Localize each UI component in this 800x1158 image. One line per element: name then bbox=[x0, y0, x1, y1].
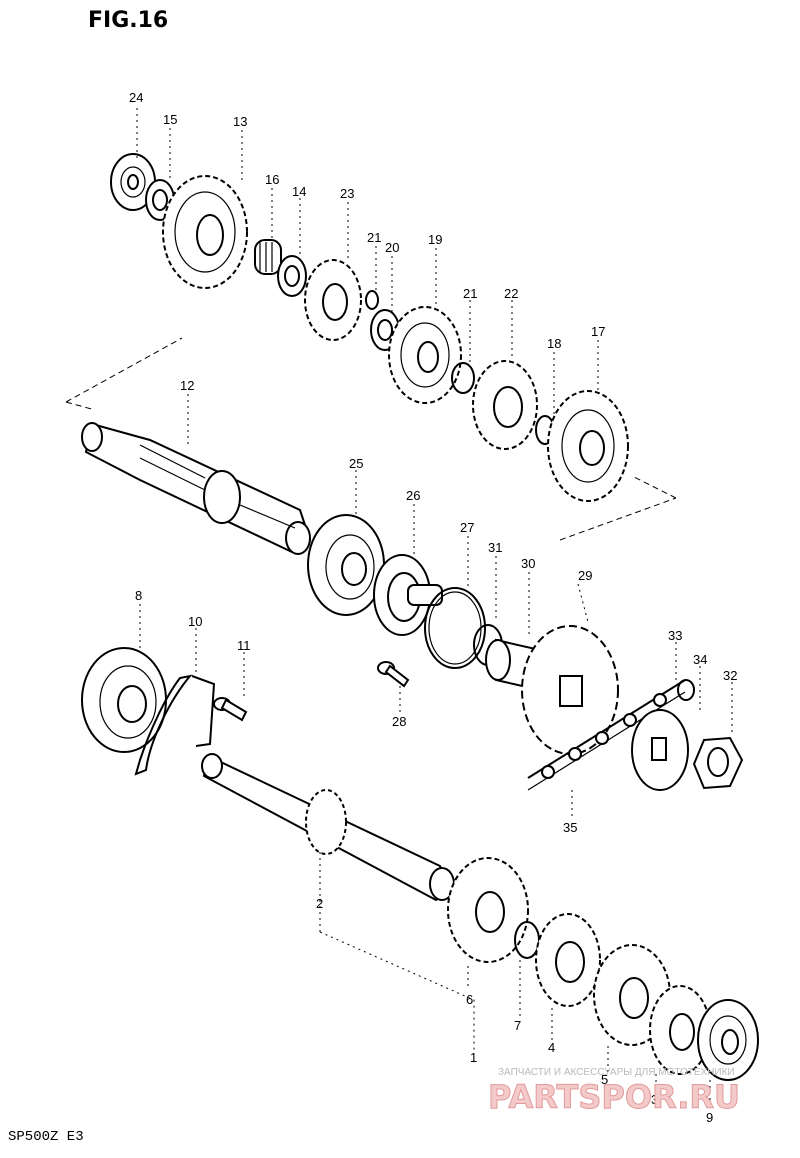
retainer-10 bbox=[134, 674, 216, 776]
callout-6: 6 bbox=[466, 992, 473, 1007]
bearing-25 bbox=[307, 514, 385, 616]
gear-17 bbox=[547, 390, 629, 502]
callout-12: 12 bbox=[180, 378, 194, 393]
callout-4: 4 bbox=[548, 1040, 555, 1055]
callout-27: 27 bbox=[460, 520, 474, 535]
watermark: ЗАПЧАСТИ И АКСЕССУАРЫ ДЛЯ МОТОТЕХНИКИ PA… bbox=[488, 1067, 741, 1117]
circlip-21b bbox=[451, 362, 475, 394]
bearing-9 bbox=[697, 999, 759, 1081]
callout-24: 24 bbox=[129, 90, 143, 105]
callout-23: 23 bbox=[340, 186, 354, 201]
chain-35 bbox=[527, 679, 686, 791]
callout-20: 20 bbox=[385, 240, 399, 255]
callout-14: 14 bbox=[292, 184, 306, 199]
callout-5: 5 bbox=[601, 1072, 608, 1087]
callout-11: 11 bbox=[237, 638, 251, 653]
callout-32: 32 bbox=[723, 668, 737, 683]
countershaft-12 bbox=[81, 422, 312, 555]
callout-10: 10 bbox=[188, 614, 202, 629]
callout-28: 28 bbox=[392, 714, 406, 729]
mainshaft-2 bbox=[201, 753, 455, 902]
callout-labels: 24 15 13 16 14 23 21 20 19 21 22 18 17 1… bbox=[129, 90, 737, 1125]
gear-19 bbox=[388, 306, 462, 404]
washer-33 bbox=[677, 679, 695, 701]
callout-35: 35 bbox=[563, 820, 577, 835]
bearing-8 bbox=[81, 647, 167, 753]
needle-bearing-16 bbox=[254, 239, 282, 275]
callout-22: 22 bbox=[504, 286, 518, 301]
callout-33: 33 bbox=[668, 628, 682, 643]
callout-34: 34 bbox=[693, 652, 707, 667]
callout-25: 25 bbox=[349, 456, 363, 471]
callout-3: 3 bbox=[651, 1092, 658, 1107]
callout-1: 1 bbox=[470, 1050, 477, 1065]
countershaft-group bbox=[65, 153, 677, 541]
circlip-7 bbox=[514, 921, 540, 959]
callout-16: 16 bbox=[265, 172, 279, 187]
callout-21a: 21 bbox=[367, 230, 381, 245]
watermark-tagline: ЗАПЧАСТИ И АКСЕССУАРЫ ДЛЯ МОТОТЕХНИКИ bbox=[498, 1067, 735, 1078]
callout-17: 17 bbox=[591, 324, 605, 339]
gear-13 bbox=[162, 175, 248, 289]
callout-13: 13 bbox=[233, 114, 247, 129]
callout-19: 19 bbox=[428, 232, 442, 247]
lock-washer-34 bbox=[631, 709, 689, 791]
callout-15: 15 bbox=[163, 112, 177, 127]
callout-7: 7 bbox=[514, 1018, 521, 1033]
circlip-21a bbox=[365, 290, 379, 310]
callout-9: 9 bbox=[706, 1110, 713, 1125]
callout-30: 30 bbox=[521, 556, 535, 571]
callout-2: 2 bbox=[316, 896, 323, 911]
callout-29: 29 bbox=[578, 568, 592, 583]
callout-8: 8 bbox=[135, 588, 142, 603]
washer-14 bbox=[277, 255, 307, 297]
screw-11 bbox=[213, 697, 248, 722]
bolt-28 bbox=[377, 661, 410, 688]
footer-code: SP500Z E3 bbox=[8, 1129, 84, 1145]
nut-32 bbox=[692, 736, 744, 790]
callout-26: 26 bbox=[406, 488, 420, 503]
figure-title: FIG.16 bbox=[88, 8, 168, 33]
callout-18: 18 bbox=[547, 336, 561, 351]
callout-31: 31 bbox=[488, 540, 502, 555]
gear-6 bbox=[447, 857, 529, 963]
callout-21b: 21 bbox=[463, 286, 477, 301]
gear-23 bbox=[304, 259, 362, 341]
seal-26 bbox=[373, 554, 443, 636]
gear-22 bbox=[472, 360, 538, 450]
leader-lines bbox=[136, 108, 733, 1110]
watermark-brand: PARTSPOR.RU bbox=[488, 1078, 740, 1116]
gear-4 bbox=[535, 913, 601, 1007]
